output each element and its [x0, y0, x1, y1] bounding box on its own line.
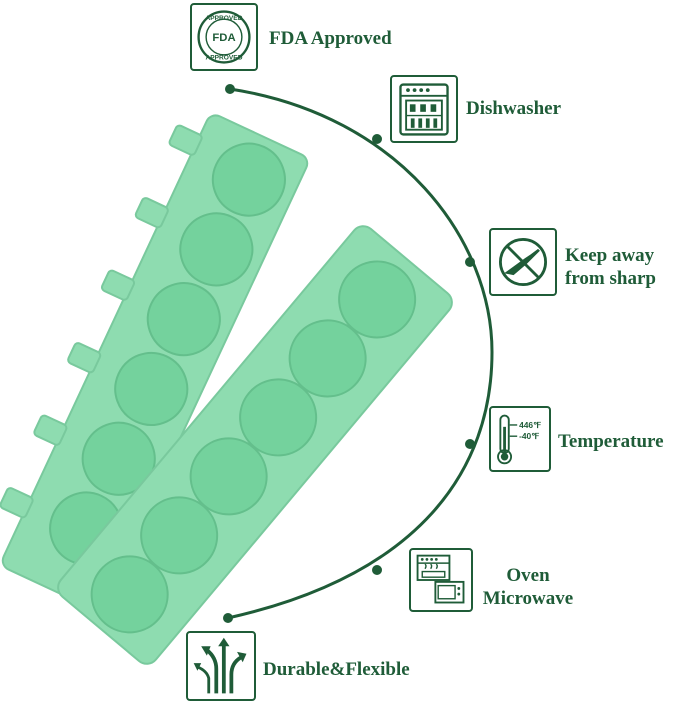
durable-flexible-label: Durable&Flexible — [263, 659, 410, 680]
keep-away-line1: Keep away — [565, 245, 655, 266]
arc-dots — [223, 84, 475, 623]
dishwasher-label: Dishwasher — [466, 98, 562, 119]
mold-cavities-lid — [49, 142, 286, 566]
no-knife-icon — [489, 228, 557, 296]
fda-approved-seal-icon: APPROVED FDA APPROVED — [190, 3, 258, 71]
temp-low-value: -40℉ — [519, 431, 539, 441]
seal-text-center: FDA — [212, 32, 235, 44]
mold-cavities-tray — [90, 260, 417, 634]
microwave-label: Microwave — [482, 588, 574, 609]
popsicle-mold-lid — [0, 114, 309, 610]
seal-text-top: APPROVED — [206, 15, 243, 22]
oven-label: Oven — [506, 565, 550, 586]
temperature-label: Temperature — [558, 431, 664, 452]
oven-microwave-label: Oven Microwave — [480, 564, 576, 610]
flexible-arrows-icon — [186, 631, 256, 701]
fda-approved-label: FDA Approved — [269, 28, 392, 49]
thermometer-icon: 446℉ -40℉ — [489, 406, 551, 472]
stick-tabs — [0, 124, 203, 519]
dishwasher-icon — [390, 75, 458, 143]
seal-text-bottom: APPROVED — [206, 55, 243, 62]
feature-arc — [227, 87, 494, 620]
keep-away-sharp-label: Keep away from sharp — [565, 244, 656, 290]
oven-microwave-icon — [409, 548, 473, 612]
popsicle-mold-tray — [57, 225, 453, 665]
temp-high-value: 446℉ — [519, 420, 541, 430]
keep-away-line2: from sharp — [565, 268, 656, 289]
